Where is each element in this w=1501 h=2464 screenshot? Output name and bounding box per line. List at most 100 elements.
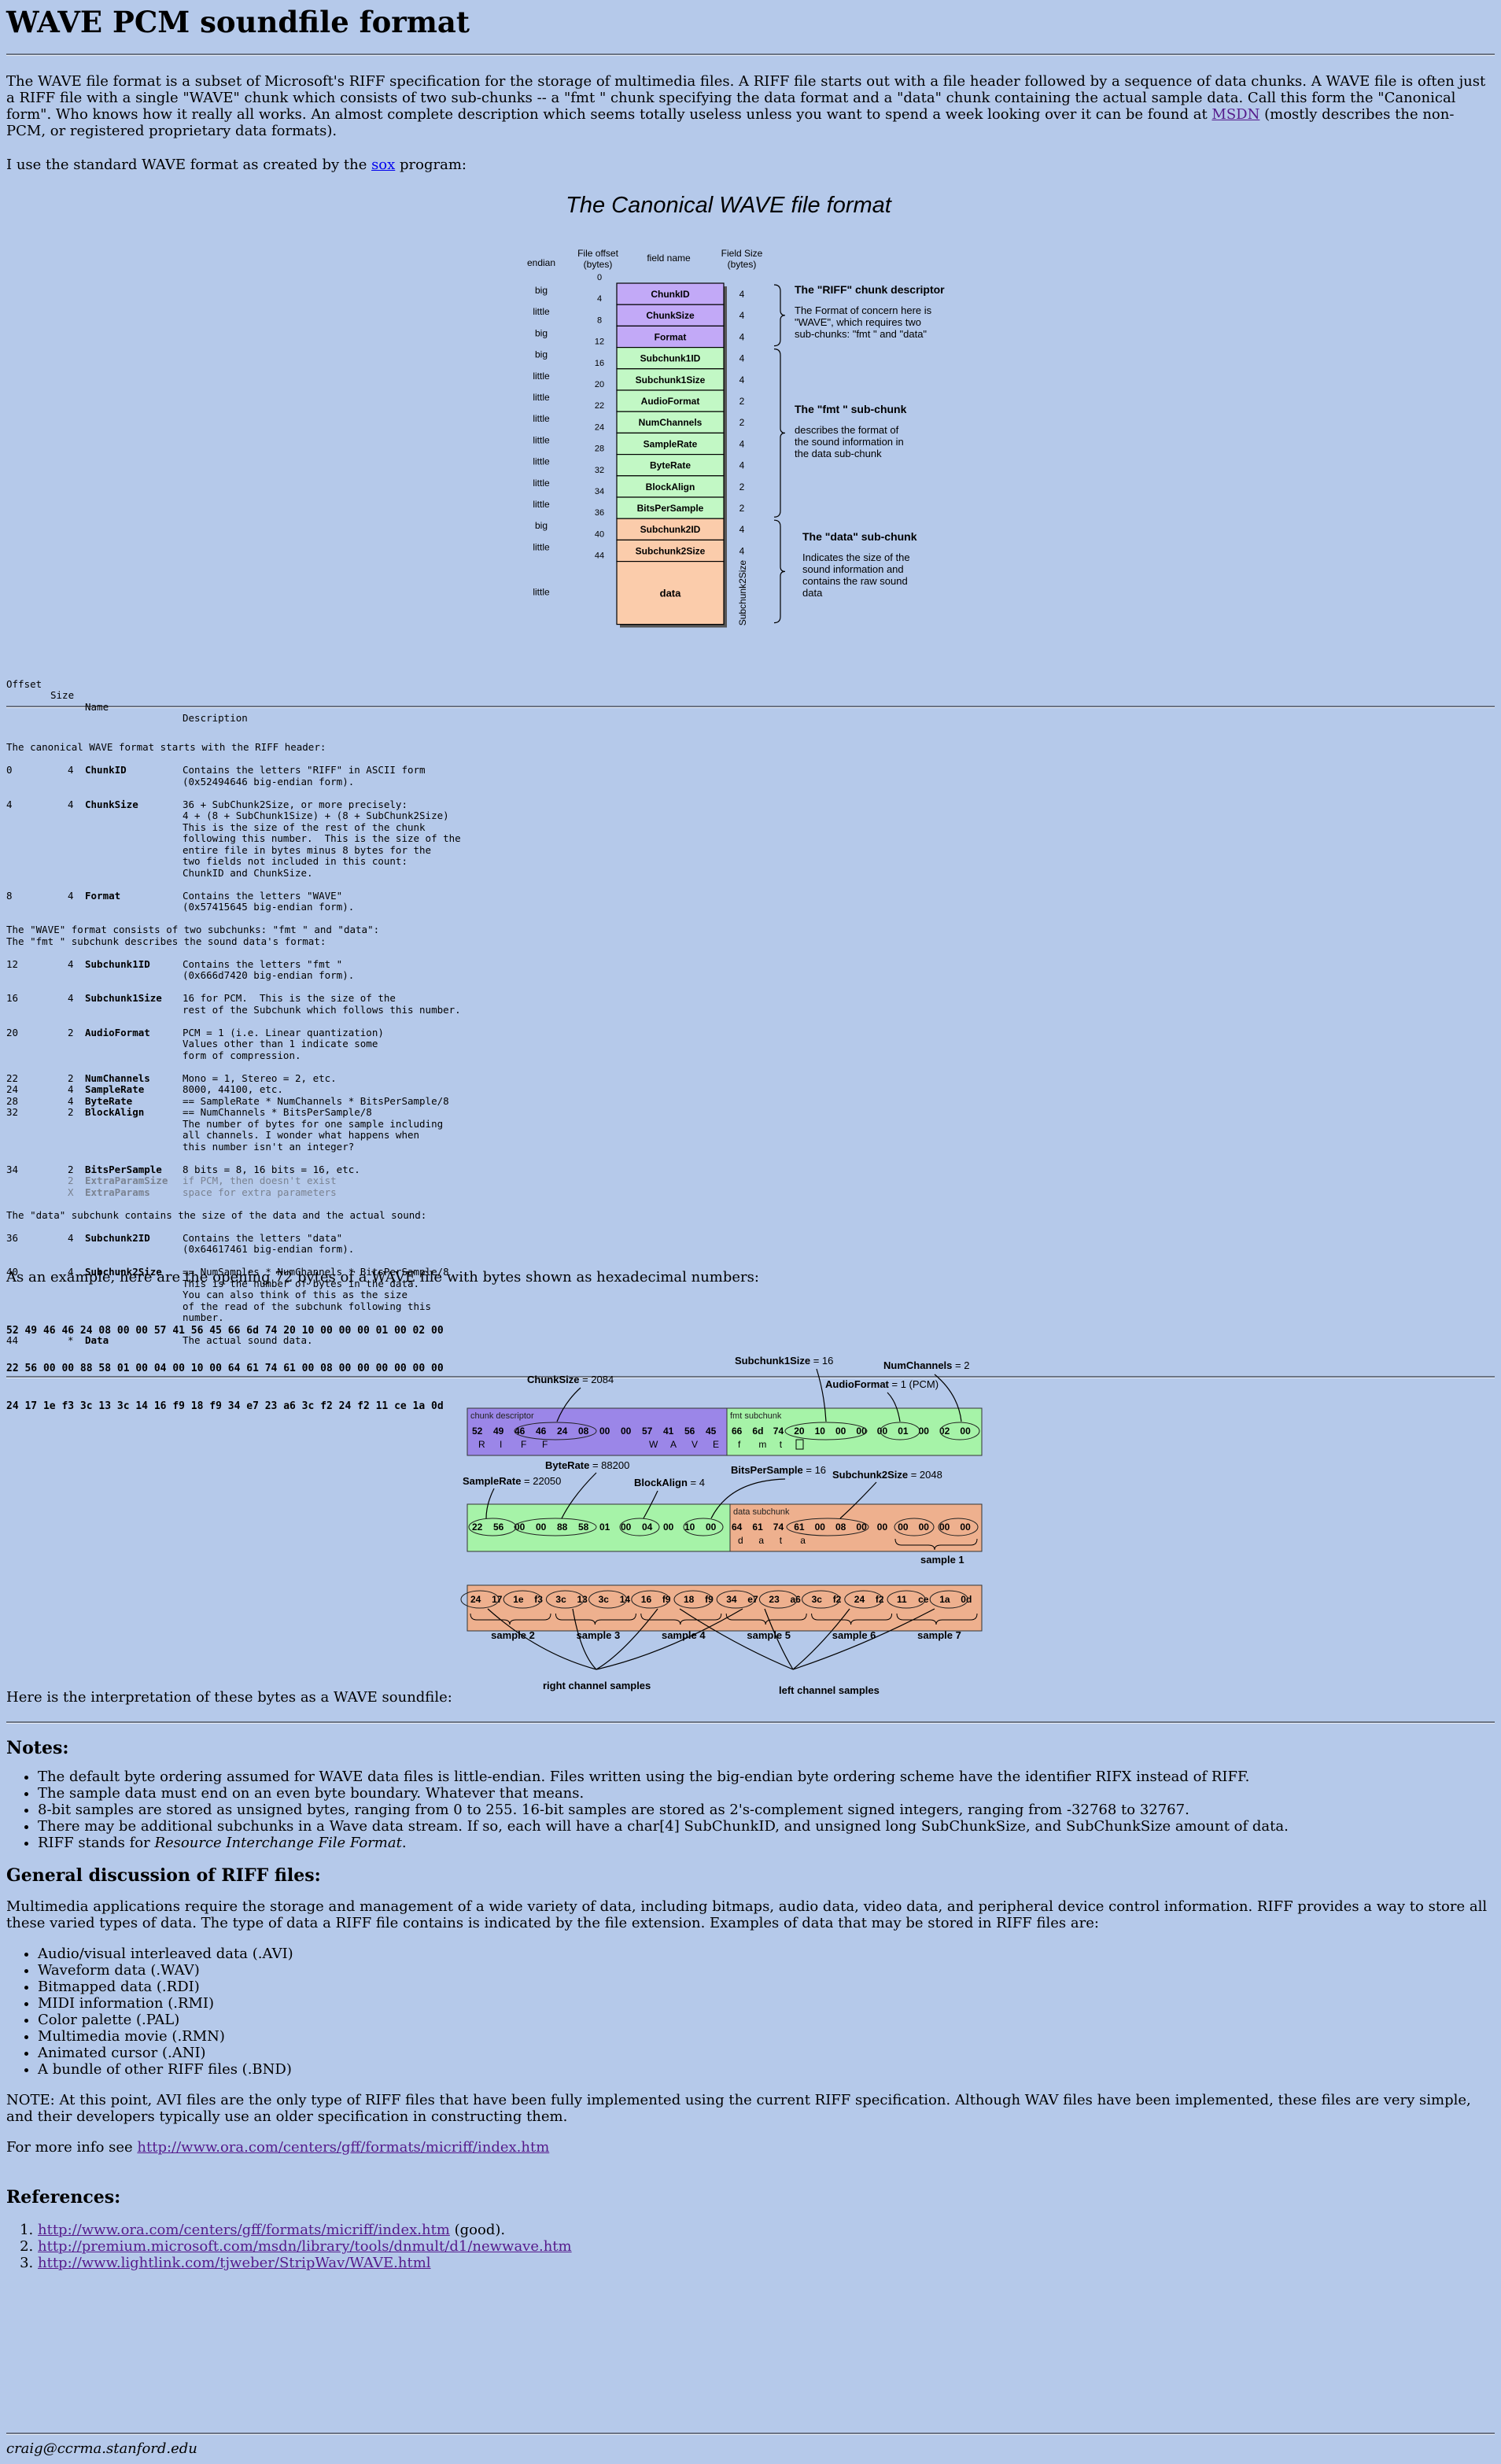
cell-desc: Values other than 1 indicate some bbox=[183, 1038, 378, 1049]
hex-byte: 02 bbox=[939, 1426, 950, 1437]
cell-s: 2 bbox=[68, 1072, 74, 1084]
numchannels-oval bbox=[939, 1422, 980, 1440]
offset-label: 20 bbox=[595, 380, 604, 389]
hex-byte: 3c bbox=[555, 1594, 566, 1605]
field-name: NumChannels bbox=[639, 417, 703, 428]
intro-text-end: (mostly describes the non-PCM, or regist… bbox=[6, 106, 1455, 139]
left-channel-arrow bbox=[764, 1608, 794, 1670]
ascii-letter: F bbox=[542, 1439, 548, 1450]
more-info-text: For more info see bbox=[6, 2139, 138, 2156]
samplerate-label: SampleRate = 22050 bbox=[463, 1475, 561, 1487]
sample-label: sample 3 bbox=[577, 1629, 621, 1641]
cell-desc: PCM = 1 (i.e. Linear quantization) bbox=[183, 1026, 384, 1038]
chunksize-label: ChunkSize = 2084 bbox=[527, 1374, 614, 1385]
table-header-name: Name bbox=[85, 700, 109, 713]
hex-byte: 08 bbox=[578, 1426, 589, 1437]
endian-label: little bbox=[533, 371, 550, 382]
riff-block-desc: "WAVE", which requires two bbox=[795, 316, 921, 328]
hex-byte: 61 bbox=[752, 1522, 763, 1533]
cell-n: Subchunk2ID bbox=[85, 1231, 150, 1244]
list-item: Animated cursor (.ANI) bbox=[38, 2045, 1495, 2061]
ascii-letter: V bbox=[691, 1439, 698, 1450]
cell-n: ExtraParamSize bbox=[85, 1175, 168, 1186]
hex-byte: 3c bbox=[812, 1594, 823, 1605]
cell-desc: 8000, 44100, etc. bbox=[183, 1083, 283, 1095]
hex-byte: 88 bbox=[557, 1522, 568, 1533]
cell-o: 34 bbox=[6, 1163, 19, 1175]
canonical-wave-figure: The Canonical WAVE file formatendianFile… bbox=[527, 193, 945, 628]
hex-byte: 00 bbox=[621, 1426, 632, 1437]
byterate-arrow bbox=[561, 1472, 597, 1519]
list-item: The default byte ordering assumed for WA… bbox=[38, 1769, 1495, 1785]
sample1-brace bbox=[894, 1538, 978, 1551]
hex-byte: 46 bbox=[536, 1426, 547, 1437]
reference-link[interactable]: http://premium.microsoft.com/msdn/librar… bbox=[38, 2238, 572, 2255]
hex-byte: 56 bbox=[493, 1522, 504, 1533]
blockalign-label-value: = 4 bbox=[688, 1477, 705, 1488]
offset-label: 12 bbox=[595, 338, 604, 347]
page-title: WAVE PCM soundfile format bbox=[6, 5, 470, 39]
hex-byte: 10 bbox=[815, 1426, 826, 1437]
hex-byte: 01 bbox=[599, 1522, 610, 1533]
riff-block-desc: sub-chunks: "fmt " and "data" bbox=[795, 328, 927, 340]
right-channel-arrow bbox=[572, 1608, 597, 1670]
field-size: 4 bbox=[739, 353, 745, 364]
field-size: 4 bbox=[739, 331, 745, 342]
hex-byte: 00 bbox=[898, 1522, 909, 1533]
hex-byte: 57 bbox=[642, 1426, 653, 1437]
field-name: Subchunk2ID bbox=[640, 524, 701, 535]
hex-byte: 56 bbox=[684, 1426, 695, 1437]
bitspersample-label-key: BitsPerSample bbox=[731, 1464, 803, 1476]
cell-o: 0 bbox=[6, 764, 13, 776]
endian-label: little bbox=[533, 587, 550, 598]
hex-byte: 74 bbox=[773, 1426, 784, 1437]
more-info: For more info see http://www.ora.com/cen… bbox=[6, 2139, 1495, 2156]
endian-label: big bbox=[535, 520, 548, 531]
hex-byte: 20 bbox=[794, 1426, 805, 1437]
data-block-desc: Indicates the size of the bbox=[802, 551, 910, 563]
hex-byte: 24 bbox=[854, 1594, 865, 1605]
riff-chunk-box bbox=[467, 1407, 728, 1456]
more-info-link[interactable]: http://www.ora.com/centers/gff/formats/m… bbox=[137, 2139, 550, 2156]
cell-o: 8 bbox=[6, 889, 13, 902]
ascii-letter: R bbox=[478, 1439, 485, 1450]
cell-s: 2 bbox=[68, 1163, 74, 1175]
hex-byte: 1e bbox=[513, 1594, 524, 1605]
riff-note-text: RIFF stands for bbox=[38, 1835, 155, 1851]
ascii-letter: I bbox=[500, 1439, 502, 1450]
hex-byte: f3 bbox=[534, 1594, 543, 1605]
cell-o: 16 bbox=[6, 992, 19, 1004]
bitspersample-oval bbox=[683, 1518, 724, 1536]
notes-heading: Notes: bbox=[6, 1738, 69, 1758]
reference-link[interactable]: http://www.ora.com/centers/gff/formats/m… bbox=[38, 2222, 450, 2238]
hex-byte: 66 bbox=[732, 1426, 743, 1437]
field-name: Format bbox=[655, 331, 687, 342]
hex-line: 22 56 00 00 88 58 01 00 04 00 10 00 64 6… bbox=[6, 1363, 444, 1374]
header-field: field name bbox=[647, 253, 691, 264]
hex-byte: 14 bbox=[620, 1594, 631, 1605]
sample-oval bbox=[887, 1590, 926, 1609]
sample-brace bbox=[811, 1613, 893, 1625]
cell-n: SampleRate bbox=[85, 1083, 145, 1095]
hex-byte: 16 bbox=[641, 1594, 652, 1605]
interpretation-intro: Here is the interpretation of these byte… bbox=[6, 1689, 452, 1706]
field-box-Subchunk2Size bbox=[616, 539, 725, 563]
sox-text-end: program: bbox=[395, 157, 467, 173]
riff-block-desc: The Format of concern here is bbox=[795, 304, 932, 316]
offset-label: 16 bbox=[595, 359, 604, 368]
cell-desc: 4 + (8 + SubChunk1Size) + (8 + SubChunk2… bbox=[183, 810, 449, 821]
notes-section: Notes: The default byte ordering assumed… bbox=[6, 1736, 1495, 2271]
field-size: 2 bbox=[739, 503, 745, 514]
sox-text: I use the standard WAVE format as create… bbox=[6, 157, 372, 173]
hex-byte: 49 bbox=[493, 1426, 504, 1437]
sox-link[interactable]: sox bbox=[371, 157, 396, 173]
cell-desc: (0x64617461 big-endian form). bbox=[183, 1243, 355, 1255]
riff-block-title: The "RIFF" chunk descriptor bbox=[795, 283, 945, 296]
reference-link[interactable]: http://www.lightlink.com/tjweber/StripWa… bbox=[38, 2255, 431, 2271]
hex-byte: 10 bbox=[684, 1522, 695, 1533]
byterate-label-key: ByteRate bbox=[545, 1459, 589, 1471]
field-name: Subchunk2Size bbox=[636, 545, 706, 556]
list-item: A bundle of other RIFF files (.BND) bbox=[38, 2061, 1495, 2078]
subchunk1size-label-value: = 16 bbox=[810, 1355, 833, 1367]
msdn-link[interactable]: MSDN bbox=[1211, 106, 1260, 123]
